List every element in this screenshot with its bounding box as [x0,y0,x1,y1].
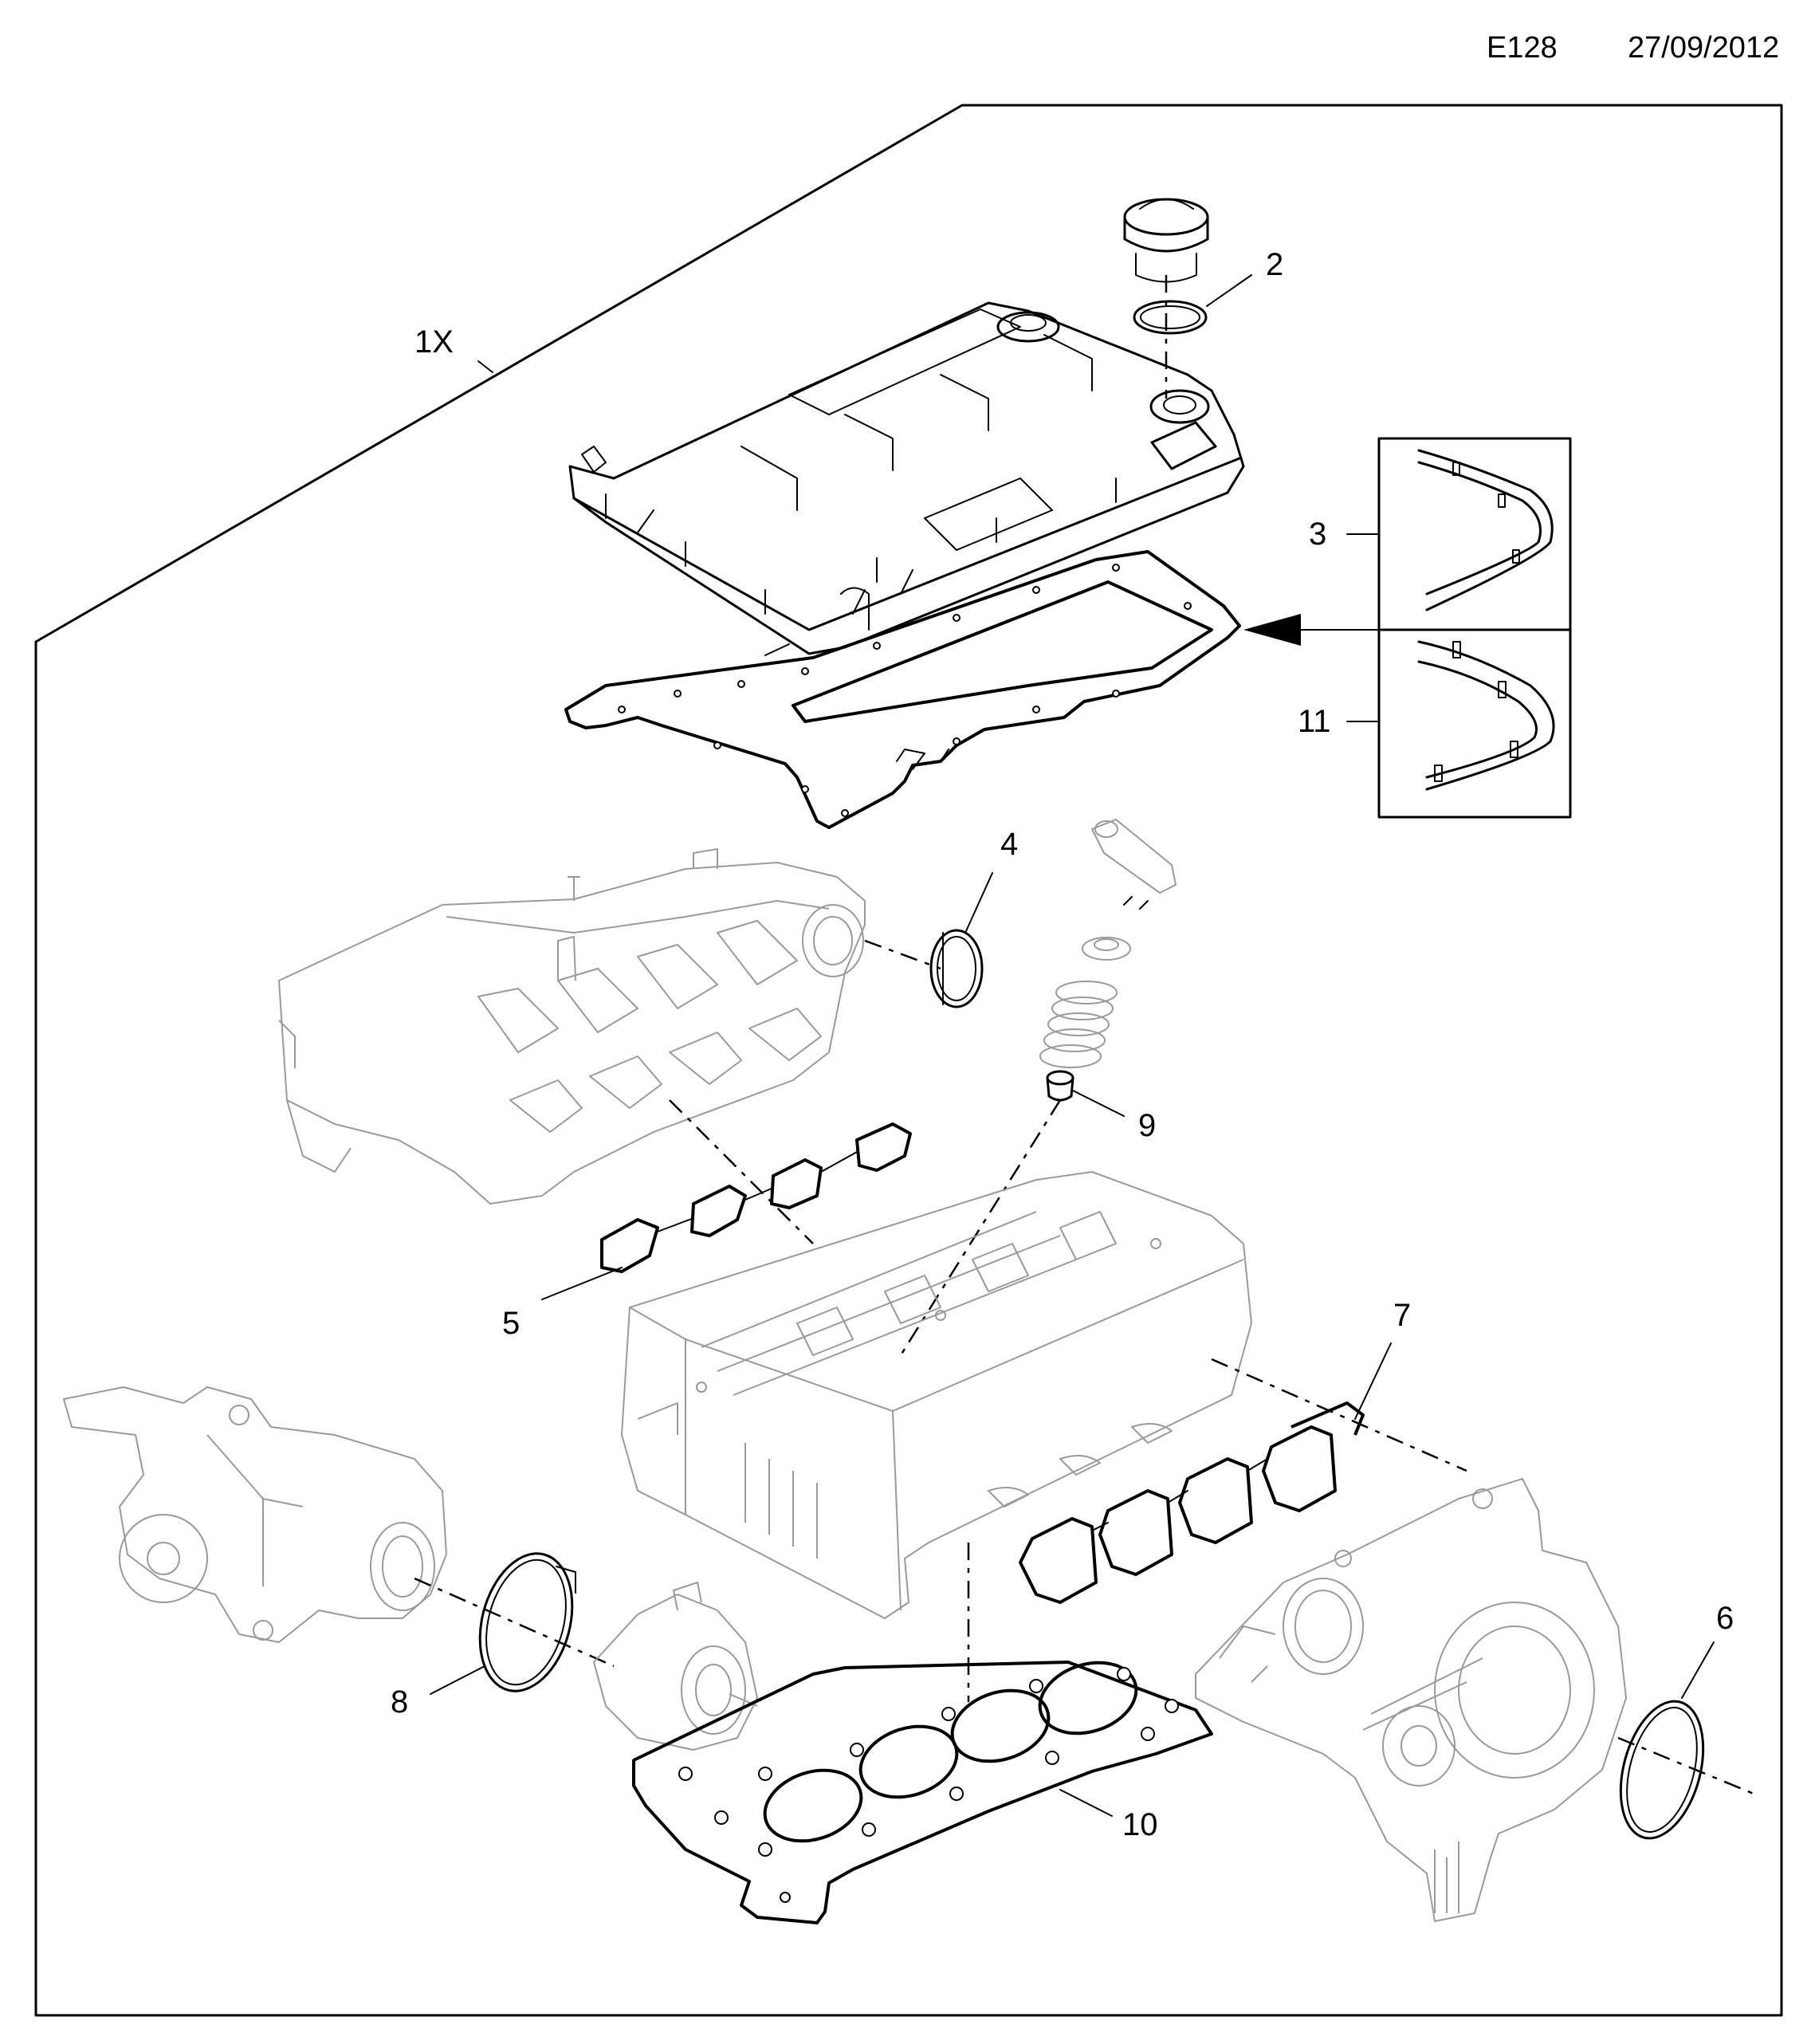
leader-6 [1681,1641,1715,1699]
axis-thermostat [414,1577,615,1668]
leader-5 [541,1267,623,1300]
turbocharger-assembly[interactable] [1195,1478,1627,1922]
cylinder-head-gasket-10[interactable] [632,1651,1213,1924]
callout-11[interactable]: 11 [1298,704,1331,739]
kit-boundary-frame [34,104,1783,2017]
cylinder-head-cover[interactable] [568,301,1245,655]
diagram-date: 27/09/2012 [1628,31,1779,65]
axis-turbo [1617,1736,1754,1795]
callout-10[interactable]: 10 [1122,1807,1158,1842]
rocker-arm[interactable] [1091,819,1177,894]
intake-manifold-gasket-5[interactable] [600,1122,912,1273]
leader-8 [430,1665,485,1695]
callout-6[interactable]: 6 [1716,1601,1734,1636]
intake-manifold[interactable] [278,848,866,1205]
leader-1x [477,360,493,373]
oil-filler-cap[interactable] [1123,198,1209,283]
valve-spring-retainer[interactable] [1082,937,1131,961]
axis-intake [864,939,941,970]
leader-7 [1354,1342,1392,1420]
gasket-detail-box [1377,437,1572,819]
valve-spring[interactable] [1039,981,1118,1068]
diagram-code: E128 [1487,31,1558,65]
valve-keepers [1123,896,1149,910]
callout-9[interactable]: 9 [1138,1108,1156,1143]
axis-valve [899,1099,1062,1356]
axis-manifold-gasket [669,1099,814,1244]
callout-2[interactable]: 2 [1266,247,1283,282]
seal-ring-8[interactable] [466,1543,587,1701]
callout-3[interactable]: 3 [1309,517,1326,552]
axis-exhaust [1211,1358,1467,1472]
leader-4 [965,872,993,932]
detail-pointer-arrow [1243,614,1301,646]
cover-gasket-lead [764,643,790,656]
callout-4[interactable]: 4 [1000,827,1018,862]
callout-1x[interactable]: 1X [414,324,454,360]
leader-2 [1206,274,1252,307]
o-ring-2-inner [1140,305,1200,329]
callout-8[interactable]: 8 [391,1684,408,1720]
thermostat-housing[interactable] [593,1582,758,1751]
gasket-variant-11[interactable] [1417,640,1555,791]
leader-9 [1072,1090,1125,1117]
leader-10 [1059,1789,1113,1817]
seal-ring-4[interactable] [929,929,984,1008]
exhaust-manifold-gasket-7[interactable] [1019,1401,1365,1604]
cylinder-head[interactable] [621,1171,1252,1619]
o-ring-2[interactable] [1133,300,1208,335]
cover-gasket[interactable] [564,550,1241,829]
gasket-variant-3[interactable] [1417,449,1554,611]
seal-ring-6[interactable] [1607,1692,1717,1848]
water-pump-housing[interactable] [63,1386,447,1643]
callout-7[interactable]: 7 [1393,1298,1411,1333]
callout-5[interactable]: 5 [502,1306,520,1341]
valve-stem-seal-9[interactable] [1046,1070,1074,1102]
